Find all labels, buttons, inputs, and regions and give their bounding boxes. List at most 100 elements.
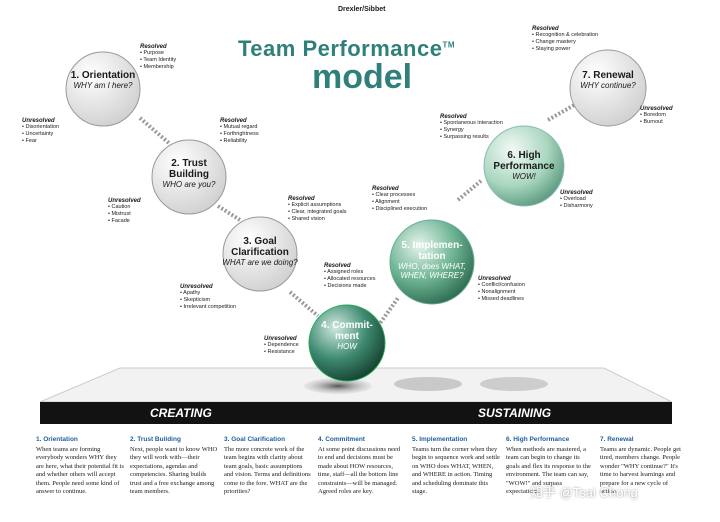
list-item: Spontaneous interaction [440, 120, 502, 127]
stage-7-resolved: Resolved Recognition & celebration Chang… [532, 26, 598, 54]
stage-2-label: 2. Trust Building WHO are you? [152, 158, 226, 189]
list-item: Facade [108, 218, 141, 225]
list-item: Irrelevant competition [180, 304, 236, 311]
list-item: Synergy [440, 127, 503, 134]
stage-3-unresolved: Unresolved Apathy Skepticism Irrelevant … [180, 284, 236, 312]
list-item: Boredom [640, 112, 673, 119]
arrow-4-5 [376, 296, 400, 328]
unresolved-list: Caution Mistrust Facade [108, 204, 141, 226]
list-item: Conflict/confusion [478, 282, 524, 289]
stage-3-resolved: Resolved Explicit assumptions Clear, int… [288, 196, 347, 224]
stage-4-resolved: Resolved Assigned roles Allocated resour… [324, 263, 375, 291]
unresolved-list: Boredom Burnout [640, 112, 673, 126]
column-heading: 4. Commitment [318, 436, 365, 443]
list-item: Uncertainty [22, 131, 59, 138]
unresolved-list: Dependence Resistance [264, 342, 298, 356]
list-item: Explicit assumptions [288, 202, 347, 209]
list-item: Mistrust [108, 211, 141, 218]
sphere-renewal [569, 49, 647, 127]
column-text: The more concrete work of the team begin… [224, 445, 311, 496]
list-item: Overload [560, 196, 593, 203]
trademark: TM [442, 40, 456, 50]
unresolved-label: Unresolved [22, 118, 55, 124]
stage-3-label: 3. Goal Clarification WHAT are we doing? [222, 236, 298, 267]
stage-5-unresolved: Unresolved Conflict/confusion Nonalignme… [478, 276, 525, 304]
list-item: Nonalignment [478, 289, 525, 296]
stage-6-resolved: Resolved Spontaneous interaction Synergy… [440, 114, 503, 142]
stage-1-label: 1. Orientation WHY am I here? [66, 70, 140, 90]
list-item: Apathy [180, 290, 236, 297]
list-item: Clear, integrated goals [288, 209, 346, 216]
shadow-commitment [304, 378, 372, 394]
resolved-list: Purpose Team Identity Membership [140, 50, 176, 72]
sphere-trust-building [151, 139, 227, 215]
stage-2-unresolved: Unresolved Caution Mistrust Facade [108, 198, 141, 226]
list-item: Recognition & celebration [532, 32, 598, 39]
list-item: Disorientation [22, 124, 59, 131]
stage-question: WHY continue? [580, 81, 636, 90]
list-item: Caution [108, 204, 141, 211]
sphere-orientation [65, 51, 141, 127]
resolved-list: Assigned roles Allocated resources Decis… [324, 269, 375, 291]
resolved-list: Spontaneous interaction Synergy Surpassi… [440, 120, 503, 142]
resolved-label: Resolved [220, 118, 247, 124]
stage-2-resolved: Resolved Mutual regard Forthrightness Re… [220, 118, 259, 146]
stage-4-unresolved: Unresolved Dependence Resistance [264, 336, 299, 356]
unresolved-list: Disorientation Uncertainty Fear [22, 124, 59, 146]
stage-7-label: 7. Renewal WHY continue? [572, 70, 644, 90]
watermark: 知乎 @Tsai Chong [530, 485, 638, 500]
list-item: Decisions made [324, 283, 375, 290]
resolved-label: Resolved [532, 26, 559, 32]
phase-bar [40, 402, 672, 424]
list-item: Change mastery [532, 39, 598, 46]
unresolved-list: Apathy Skepticism Irrelevant competition [180, 290, 236, 312]
title-line-1: Team PerformanceTM [238, 36, 455, 62]
stage-7-unresolved: Unresolved Boredom Burnout [640, 106, 673, 126]
list-item: Team Identity [140, 57, 176, 64]
unresolved-label: Unresolved [180, 284, 213, 290]
description-orientation: 1. Orientation When teams are forming ev… [36, 436, 124, 497]
list-item: Disharmony [560, 203, 592, 210]
unresolved-label: Unresolved [264, 336, 297, 342]
title-line-2: model [312, 58, 413, 96]
list-item: Disciplined execution [372, 206, 427, 213]
stage-question: HOW [337, 342, 357, 351]
stage-name: 6. High Performance [493, 150, 555, 172]
shadow-implementation [394, 377, 462, 391]
column-text: When teams are forming everybody wonders… [36, 445, 124, 496]
stage-1-resolved: Resolved Purpose Team Identity Membershi… [140, 44, 176, 72]
resolved-label: Resolved [288, 196, 315, 202]
list-item: Burnout [640, 119, 673, 126]
sphere-high-performance [483, 125, 565, 207]
resolved-list: Mutual regard Forthrightness Reliability [220, 124, 259, 146]
phase-creating: CREATING [150, 406, 212, 420]
list-item: Staying power [532, 46, 598, 53]
stage-name: 4. Commit-ment [321, 320, 373, 342]
column-text: Next, people want to know WHO they will … [130, 445, 218, 496]
list-item: Allocated resources [324, 276, 375, 283]
description-renewal: 7. Renewal Teams are dynamic. People get… [600, 436, 684, 497]
sphere-implementation [389, 219, 475, 305]
stage-5-resolved: Resolved Clear processes Alignment Disci… [372, 186, 427, 214]
unresolved-label: Unresolved [108, 198, 141, 204]
title-text: Team Performance [238, 36, 443, 61]
arrow-1-2 [138, 116, 172, 146]
stage-name: 5. Implemen-tation [401, 240, 463, 262]
list-item: Assigned roles [324, 269, 375, 276]
stage-6-label: 6. High Performance WOW! [488, 150, 560, 181]
list-item: Reliability [220, 138, 259, 145]
resolved-list: Clear processes Alignment Disciplined ex… [372, 192, 427, 214]
column-text: Teams turn the corner when they begin to… [412, 445, 500, 496]
list-item: Fear [22, 138, 59, 145]
list-item: Mutual regard [220, 124, 259, 131]
column-heading: 3. Goal Clarification [224, 436, 286, 443]
column-text: When methods are mastered, a team can be… [506, 445, 591, 496]
column-text: At some point discussions need to end an… [318, 445, 400, 496]
column-heading: 5. Implementation [412, 436, 468, 443]
stage-name: 2. Trust Building [169, 158, 209, 180]
brand-label: Drexler/Sibbet [338, 6, 386, 13]
column-heading: 1. Orientation [36, 436, 78, 443]
list-item: Forthrightness [220, 131, 258, 138]
stage-question: WHY am I here? [73, 81, 133, 90]
